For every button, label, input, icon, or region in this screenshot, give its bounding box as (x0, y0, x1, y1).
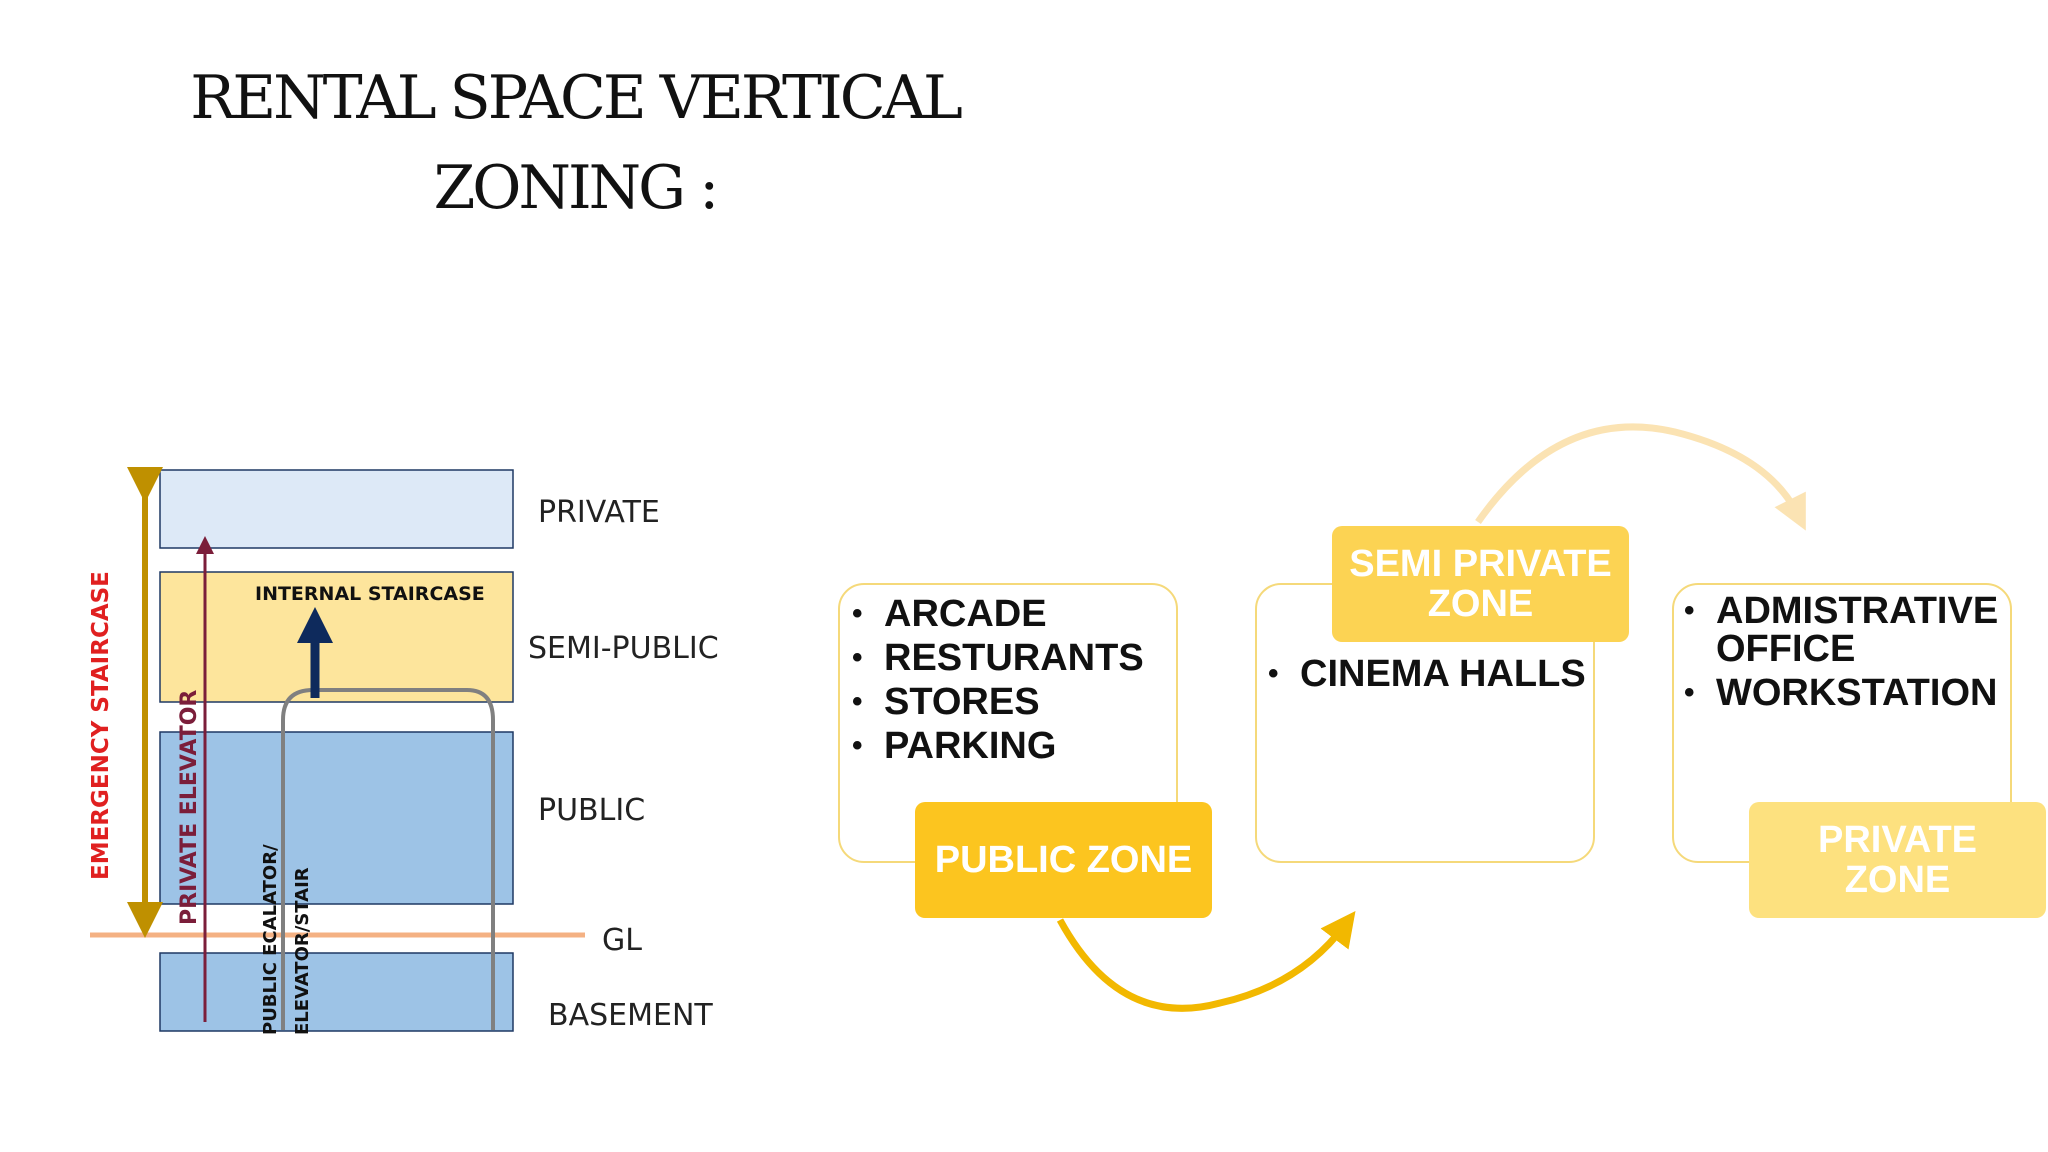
public-zone-list: ARCADE RESTURANTS STORES PARKING (852, 592, 1172, 768)
private-zone-tag-line1: PRIVATE (1817, 819, 1978, 861)
semi-private-zone-tag-line1: SEMI PRIVATE (1349, 543, 1612, 585)
page-title-line-2: ZONING : (433, 153, 720, 223)
emergency-staircase-label: EMERGENCY STAIRCASE (88, 571, 114, 880)
semi-private-zone-tag-line2: ZONE (1427, 583, 1534, 625)
floor-label-basement: BASEMENT (548, 998, 713, 1033)
public-escalator-label-line1: PUBLIC ECALATOR/ (260, 844, 281, 1035)
floor-label-private: PRIVATE (538, 495, 660, 530)
floor-label-gl: GL (602, 923, 642, 958)
semi-private-zone-list: CINEMA HALLS (1268, 652, 1588, 696)
floor-semi-public (159, 571, 514, 703)
floor-private (159, 469, 514, 549)
private-zone-tag: PRIVATE ZONE (1749, 802, 2046, 918)
flow-arrow-semi-private-to-private (1475, 423, 1806, 531)
floor-basement (159, 952, 514, 1032)
floor-label-public: PUBLIC (538, 793, 645, 828)
internal-staircase-label: INTERNAL STAIRCASE (255, 583, 485, 605)
public-escalator-path (281, 688, 495, 1030)
floor-public (159, 731, 514, 905)
floor-label-semi-public: SEMI-PUBLIC (528, 631, 719, 666)
private-zone-list: ADMISTRATIVE OFFICE WORKSTATION (1684, 592, 2004, 712)
private-zone-tag-line2: ZONE (1844, 859, 1951, 901)
list-item: STORES (852, 680, 1172, 724)
flow-arrow-public-to-semi-private (1056, 911, 1356, 1012)
public-escalator-label-line2: ELEVATOR/STAIR (292, 867, 313, 1035)
list-item: CINEMA HALLS (1268, 652, 1588, 696)
list-item: PARKING (852, 724, 1172, 768)
public-zone-tag: PUBLIC ZONE (915, 802, 1212, 918)
private-elevator-label: PRIVATE ELEVATOR (177, 690, 202, 925)
list-item: WORKSTATION (1684, 674, 2004, 712)
list-item: ADMISTRATIVE OFFICE (1684, 592, 2004, 668)
list-item: RESTURANTS (852, 636, 1172, 680)
semi-private-zone-tag: SEMI PRIVATE ZONE (1332, 526, 1629, 642)
page-title-line-1: RENTAL SPACE VERTICAL (190, 63, 963, 133)
list-item: ARCADE (852, 592, 1172, 636)
